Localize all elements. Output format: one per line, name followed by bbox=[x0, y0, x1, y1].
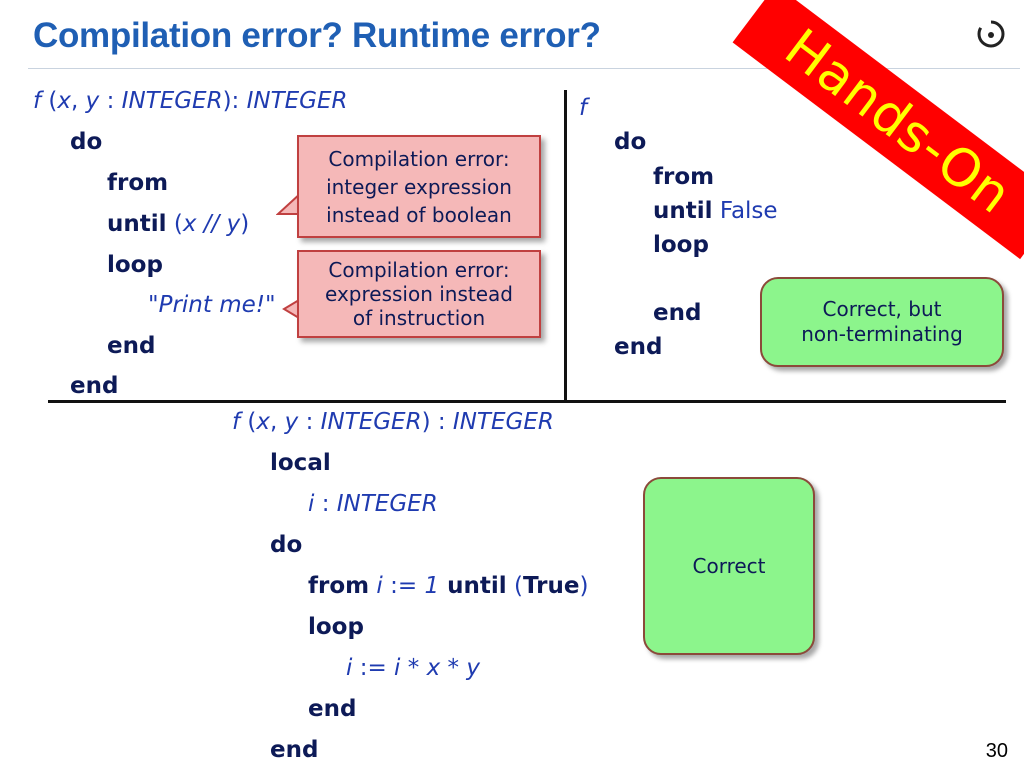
code-token: i bbox=[394, 655, 401, 681]
code-token: y bbox=[85, 88, 100, 114]
code-token: INTEGER bbox=[121, 88, 223, 114]
bottom-signature: f (x, y : INTEGER) : INTEGER bbox=[232, 407, 554, 437]
code-token: : bbox=[298, 409, 321, 435]
code-token: ): bbox=[222, 88, 247, 114]
left-from: from bbox=[107, 170, 169, 196]
bottom-do: do bbox=[270, 532, 303, 558]
code-token: x bbox=[182, 211, 197, 237]
title-divider bbox=[28, 68, 1020, 69]
bottom-from-until: from i := 1 until (True) bbox=[308, 571, 588, 601]
callout-line: expression instead bbox=[325, 282, 513, 306]
code-token: i bbox=[346, 655, 353, 681]
callout-line: instead of boolean bbox=[326, 202, 512, 227]
code-token: , bbox=[71, 88, 86, 114]
code-token: INTEGER bbox=[336, 491, 438, 517]
code-token: 1 bbox=[424, 573, 440, 599]
code-token: y bbox=[226, 211, 241, 237]
bottom-loop: loop bbox=[308, 614, 364, 640]
code-token: i bbox=[308, 491, 315, 517]
callout-line: of instruction bbox=[352, 306, 486, 330]
code-token: * bbox=[400, 655, 427, 681]
logo-icon bbox=[977, 20, 1005, 48]
code-token: : bbox=[314, 491, 337, 517]
code-token: INTEGER bbox=[320, 409, 422, 435]
callout-line: integer expression bbox=[326, 174, 512, 199]
left-end-outer: end bbox=[70, 373, 119, 399]
code-token: ( bbox=[506, 573, 523, 599]
code-token: x bbox=[57, 88, 72, 114]
page-title: Compilation error? Runtime error? bbox=[33, 16, 601, 55]
code-token: INTEGER bbox=[452, 409, 554, 435]
left-loop: loop bbox=[107, 252, 163, 278]
right-loop: loop bbox=[653, 232, 709, 258]
right-end-outer: end bbox=[614, 334, 663, 360]
code-token: // bbox=[196, 211, 227, 237]
code-token: x bbox=[256, 409, 271, 435]
right-end-inner: end bbox=[653, 300, 702, 326]
code-token: from bbox=[308, 573, 370, 599]
code-token: until bbox=[439, 573, 507, 599]
compilation-error-callout-1: Compilation error: integer expression in… bbox=[297, 135, 541, 238]
bottom-end-outer: end bbox=[270, 737, 319, 763]
left-end-inner: end bbox=[107, 333, 156, 359]
code-token: ( bbox=[166, 211, 183, 237]
code-token: ) bbox=[579, 573, 589, 599]
compilation-error-callout-2: Compilation error: expression instead of… bbox=[297, 250, 541, 338]
code-token: f bbox=[232, 409, 241, 435]
page-number: 30 bbox=[985, 740, 1008, 762]
right-from: from bbox=[653, 164, 715, 190]
code-token: INTEGER bbox=[246, 88, 348, 114]
right-do: do bbox=[614, 129, 647, 155]
code-token: , bbox=[270, 409, 285, 435]
callout-line: Correct, but bbox=[822, 297, 942, 321]
code-token: * bbox=[440, 655, 467, 681]
code-token: := bbox=[382, 573, 425, 599]
left-print-string: "Print me!" bbox=[148, 292, 276, 318]
code-token: ) bbox=[240, 211, 250, 237]
horizontal-divider bbox=[48, 400, 1006, 403]
left-signature: f (x, y : INTEGER): INTEGER bbox=[33, 86, 348, 116]
code-token: f bbox=[33, 88, 42, 114]
code-token: True bbox=[522, 573, 580, 599]
bottom-loop-body: i := i * x * y bbox=[346, 653, 480, 683]
bottom-end-inner: end bbox=[308, 696, 357, 722]
callout-line: Compilation error: bbox=[328, 146, 510, 171]
callout-line: Correct bbox=[692, 554, 766, 578]
left-until: until (x // y) bbox=[107, 209, 249, 239]
callout-line: non-terminating bbox=[801, 322, 963, 346]
vertical-divider bbox=[564, 90, 567, 402]
bottom-local-decl: i : INTEGER bbox=[308, 489, 438, 519]
code-token: until bbox=[107, 211, 167, 237]
code-token: ( bbox=[41, 88, 58, 114]
code-token: y bbox=[466, 655, 480, 681]
code-token: : bbox=[99, 88, 122, 114]
bottom-local: local bbox=[270, 450, 331, 476]
left-do: do bbox=[70, 129, 103, 155]
code-token: False bbox=[712, 198, 778, 224]
code-token: ) : bbox=[421, 409, 453, 435]
code-token: i bbox=[369, 573, 383, 599]
code-token: ( bbox=[240, 409, 257, 435]
code-token: y bbox=[284, 409, 299, 435]
code-token: until bbox=[653, 198, 713, 224]
right-until: until False bbox=[653, 196, 778, 226]
right-signature: f bbox=[579, 95, 588, 121]
correct-callout: Correct bbox=[643, 477, 815, 655]
code-token: := bbox=[352, 655, 395, 681]
code-token: x bbox=[426, 655, 441, 681]
correct-nonterminating-callout: Correct, but non-terminating bbox=[760, 277, 1004, 367]
callout-line: Compilation error: bbox=[328, 258, 510, 282]
